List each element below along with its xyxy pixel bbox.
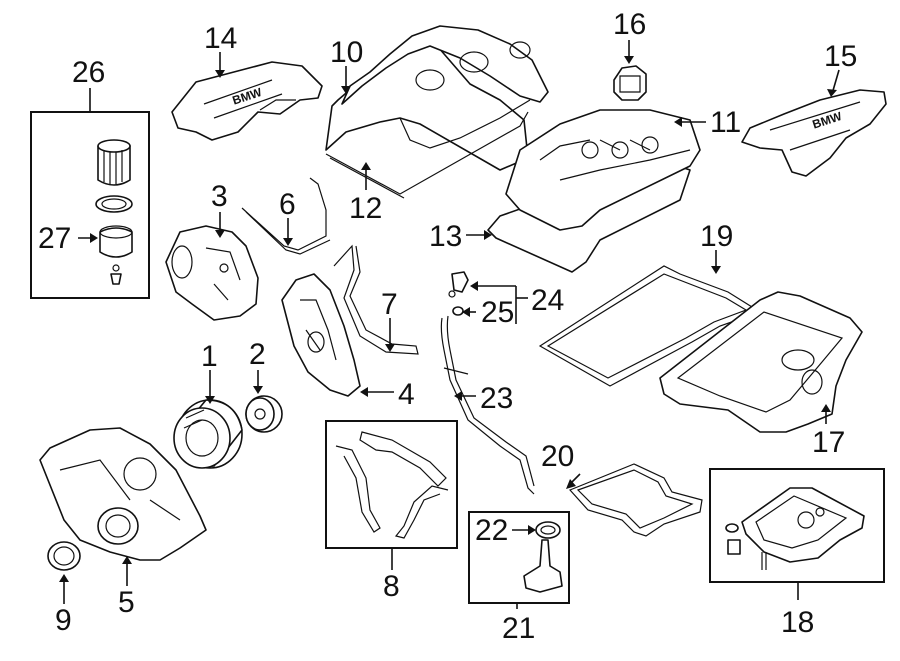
part-3-timing-cover	[165, 225, 259, 321]
part-23-dipstick-tube	[440, 315, 535, 495]
part-25-o-ring	[452, 306, 464, 316]
part-2-hub	[245, 395, 283, 433]
callout-15: 15	[824, 40, 857, 73]
callout-3: 3	[211, 180, 228, 213]
callout-10: 10	[330, 36, 363, 69]
part-24-fitting	[448, 271, 469, 298]
callout-9: 9	[55, 604, 72, 637]
part-14-engine-cover: BMW	[171, 61, 323, 141]
callout-4: 4	[398, 378, 415, 411]
callout-23: 23	[480, 382, 513, 415]
callout-7: 7	[381, 288, 398, 321]
callout-27: 27	[38, 222, 71, 255]
callout-14: 14	[204, 22, 237, 55]
callout-2: 2	[249, 338, 266, 371]
part-16-oil-cap	[613, 65, 647, 101]
callout-16: 16	[613, 8, 646, 41]
callout-21: 21	[502, 612, 535, 645]
part-26-filter-box	[30, 111, 150, 299]
part-9-seal	[47, 541, 81, 571]
part-8-gasket-set	[325, 420, 458, 549]
leader-lines	[59, 40, 840, 609]
callout-11: 11	[710, 106, 741, 139]
part-1-pulley	[173, 399, 243, 469]
callout-18: 18	[781, 606, 814, 639]
callout-17: 17	[812, 426, 845, 459]
part-21-box	[468, 511, 570, 604]
part-5-front-cover	[39, 427, 207, 561]
callout-25: 25	[481, 296, 514, 329]
part-4-rear-cover	[281, 273, 361, 397]
part-18-box	[709, 468, 885, 583]
callout-numbers: 1 2 3 4 5 6 7 8 9 10 11 12 13 14 15 16 1…	[38, 8, 857, 645]
callout-20: 20	[541, 440, 574, 473]
callout-19: 19	[700, 220, 733, 253]
callout-6: 6	[279, 188, 296, 221]
part-10-valve-cover	[325, 25, 549, 199]
callout-12: 12	[349, 192, 382, 225]
callout-26: 26	[72, 56, 105, 89]
part-15-engine-cover: BMW	[741, 89, 887, 177]
callout-1: 1	[201, 340, 218, 373]
part-20-gasket	[568, 463, 703, 537]
callout-22: 22	[475, 514, 508, 547]
callout-5: 5	[118, 586, 135, 619]
part-17-oil-pan	[659, 291, 863, 433]
part-7-gasket	[333, 244, 419, 355]
callout-13: 13	[429, 220, 462, 253]
callout-8: 8	[383, 570, 400, 603]
part-6-gasket	[241, 177, 331, 255]
callout-24: 24	[531, 284, 564, 317]
part-11-valve-cover	[487, 109, 701, 273]
